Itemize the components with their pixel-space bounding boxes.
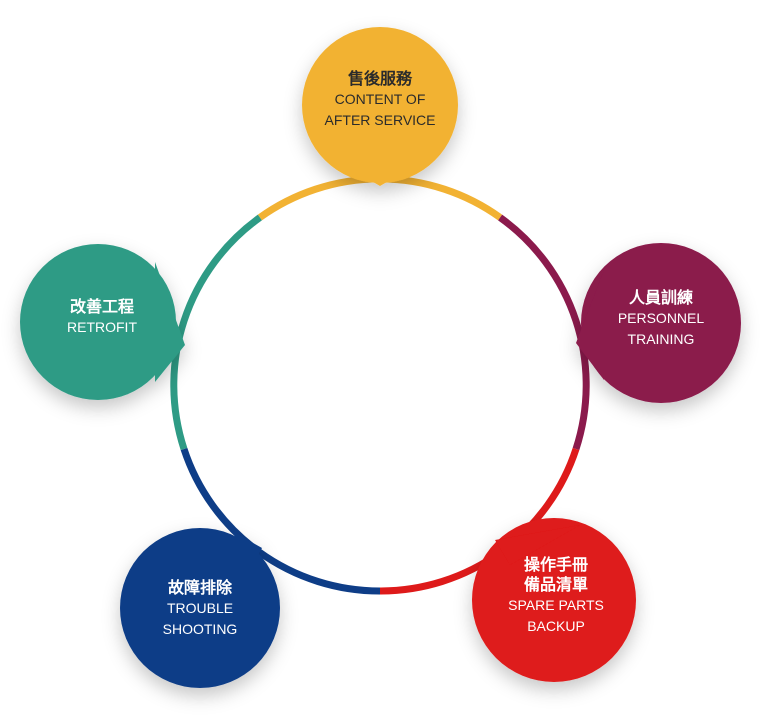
node-personnel-training: 人員訓練 PERSONNEL TRAINING: [581, 288, 741, 350]
node-troubleshooting-zh: 故障排除: [167, 578, 232, 597]
node-shape-personnel-training: [576, 243, 741, 403]
node-retrofit-zh: 改善工程: [69, 297, 134, 316]
node-retrofit: 改善工程 RETROFIT: [22, 297, 182, 338]
node-after-service-en2: AFTER SERVICE: [324, 112, 436, 128]
node-troubleshooting: 故障排除 TROUBLE SHOOTING: [120, 578, 280, 640]
node-spare-parts-en2: BACKUP: [527, 618, 585, 634]
node-after-service-zh: 售後服務: [347, 69, 412, 88]
node-spare-parts-zh2: 備品清單: [523, 575, 588, 594]
ring-arc-purple: [498, 214, 590, 451]
node-after-service: 售後服務 CONTENT OF AFTER SERVICE: [300, 69, 460, 131]
node-spare-parts-en1: SPARE PARTS: [508, 597, 604, 613]
node-after-service-en1: CONTENT OF: [334, 91, 426, 107]
node-personnel-training-en1: PERSONNEL: [617, 310, 705, 326]
node-retrofit-en1: RETROFIT: [67, 319, 137, 335]
node-personnel-training-zh: 人員訓練: [628, 288, 693, 307]
node-spare-parts: 操作手冊 備品清單 SPARE PARTS BACKUP: [476, 555, 636, 637]
node-shape-retrofit: [20, 244, 185, 400]
node-troubleshooting-en2: SHOOTING: [162, 621, 238, 637]
node-shape-troubleshooting: [120, 528, 280, 688]
ring-arc-teal: [170, 214, 262, 451]
node-spare-parts-zh1: 操作手冊: [523, 555, 588, 574]
node-shape-after-service: [302, 27, 458, 186]
node-personnel-training-en2: TRAINING: [627, 331, 695, 347]
node-troubleshooting-en1: TROUBLE: [166, 600, 234, 616]
node-shape-spare-parts: [472, 518, 636, 682]
